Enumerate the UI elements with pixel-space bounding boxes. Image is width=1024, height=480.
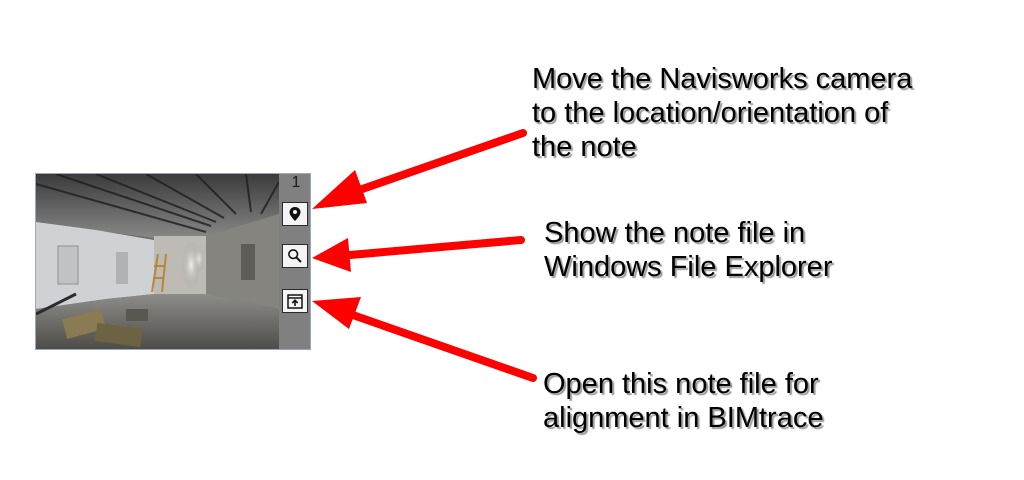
camera-arrowhead <box>312 170 367 209</box>
note-photo <box>36 174 279 349</box>
explorer-arrow-shaft <box>346 236 525 259</box>
open-arrow-shaft <box>346 310 537 382</box>
callout-line: to the location/orientation of <box>532 97 889 129</box>
note-thumbnail[interactable]: 1 <box>35 173 311 350</box>
callout-line: the note <box>532 131 637 163</box>
callout-line: alignment in BIMtrace <box>543 402 824 434</box>
show-in-explorer-button[interactable] <box>282 244 308 268</box>
camera-arrow-shaft <box>344 129 527 198</box>
note-number: 1 <box>291 174 301 191</box>
open-arrowhead <box>312 297 361 329</box>
camera-callout: Move the Navisworks camera to the locati… <box>532 62 912 164</box>
open-callout: Open this note file for alignment in BIM… <box>543 367 823 435</box>
callout-line: Open this note file for <box>543 368 819 400</box>
open-window-icon <box>287 293 303 309</box>
open-in-bimtrace-button[interactable] <box>282 289 308 313</box>
explorer-arrowhead <box>312 238 351 272</box>
callout-line: Show the note file in <box>544 217 806 249</box>
callout-line: Windows File Explorer <box>544 251 833 283</box>
magnifier-icon <box>288 249 302 263</box>
callout-line: Move the Navisworks camera <box>532 63 913 95</box>
map-pin-icon <box>289 207 301 221</box>
go-to-camera-button[interactable] <box>282 202 308 226</box>
explorer-callout: Show the note file in Windows File Explo… <box>544 216 832 284</box>
